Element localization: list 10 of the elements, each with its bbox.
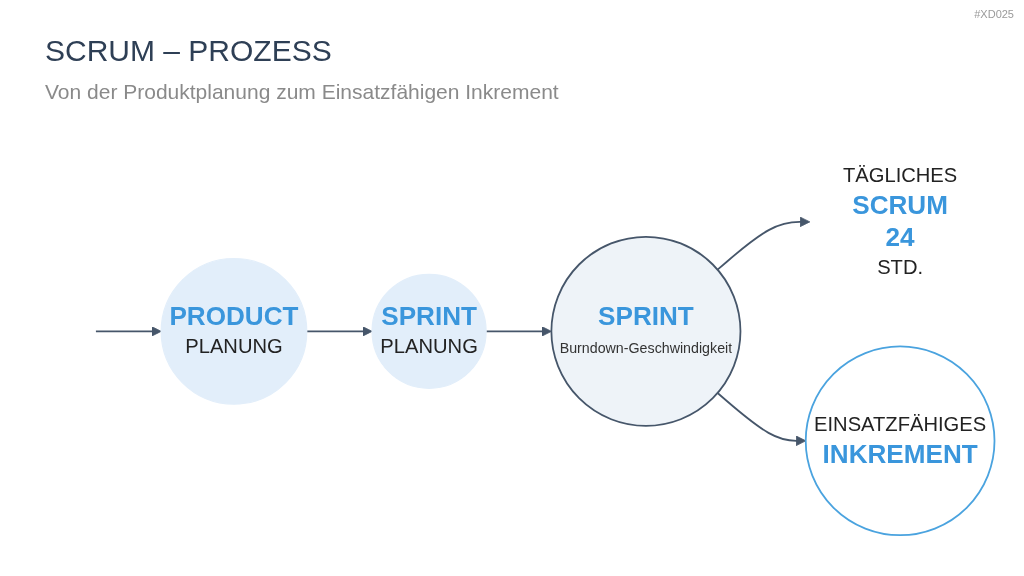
node-circle: SPRINT Burndown-Geschwindigkeit xyxy=(550,235,742,427)
slide-code: #XD025 xyxy=(974,8,1014,20)
title: SCRUM – PROZESS xyxy=(45,34,332,68)
arrow xyxy=(95,326,162,337)
node-text: TÄGLICHES SCRUM 24 STD. xyxy=(842,163,958,279)
node-circle: EINSATZFÄHIGES INKREMENT xyxy=(804,345,996,537)
arrow xyxy=(716,216,811,271)
subtitle: Von der Produktplanung zum Einsatzfähigen Inkrement xyxy=(45,80,559,104)
node-circle: PRODUCT PLANUNG xyxy=(160,257,308,405)
node-circle: SPRINT PLANUNG xyxy=(371,273,487,389)
